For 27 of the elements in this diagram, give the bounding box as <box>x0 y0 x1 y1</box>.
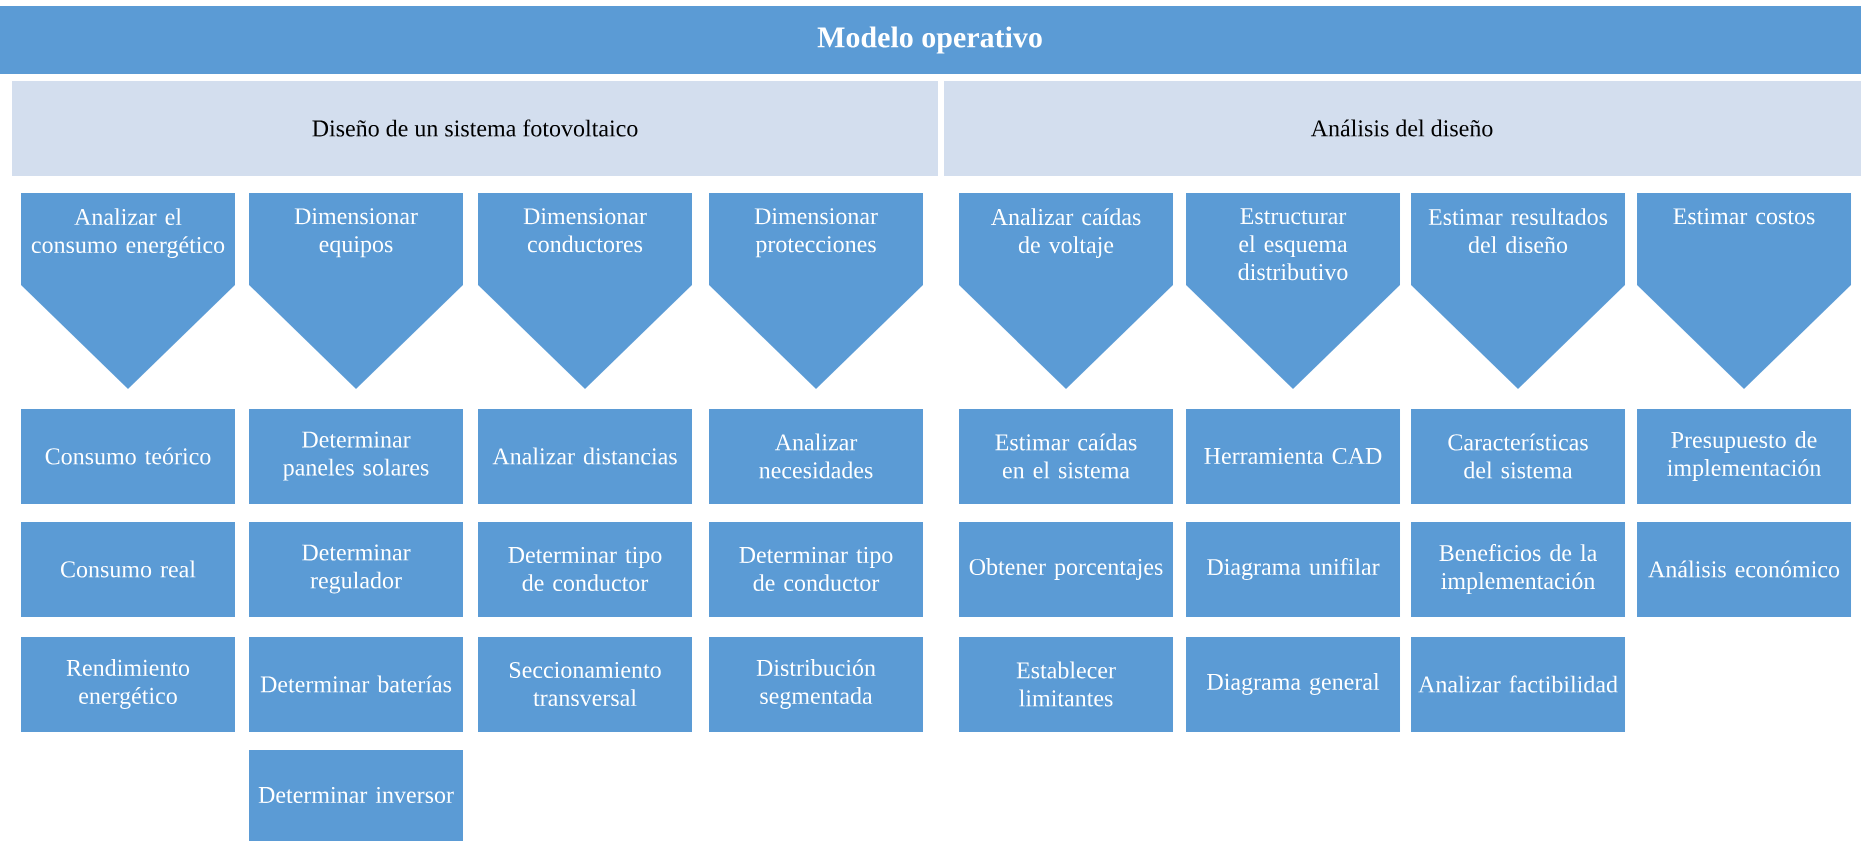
task-box: Beneficios de la implementación <box>1411 522 1625 617</box>
task-box: Analizar necesidades <box>709 409 923 504</box>
section-band: Diseño de un sistema fotovoltaico <box>12 81 938 176</box>
task-box: Establecer limitantes <box>959 637 1173 732</box>
task-box: Distribución segmentada <box>709 637 923 732</box>
task-box: Características del sistema <box>1411 409 1625 504</box>
section-band: Análisis del diseño <box>944 81 1861 176</box>
task-box: Consumo teórico <box>21 409 235 504</box>
task-box: Diagrama general <box>1186 637 1400 732</box>
task-box: Determinar regulador <box>249 522 463 617</box>
task-box: Analizar distancias <box>478 409 692 504</box>
task-box: Seccionamiento transversal <box>478 637 692 732</box>
task-box: Presupuesto de implementación <box>1637 409 1851 504</box>
title-band: Modelo operativo <box>0 6 1861 74</box>
task-box: Analizar factibilidad <box>1411 637 1625 732</box>
task-box: Rendimiento energético <box>21 637 235 732</box>
task-box: Determinar baterías <box>249 637 463 732</box>
task-box: Análisis económico <box>1637 522 1851 617</box>
task-box: Herramienta CAD <box>1186 409 1400 504</box>
task-box: Determinar tipo de conductor <box>709 522 923 617</box>
task-box: Determinar tipo de conductor <box>478 522 692 617</box>
task-box: Obtener porcentajes <box>959 522 1173 617</box>
task-box: Diagrama unifilar <box>1186 522 1400 617</box>
task-box: Determinar inversor <box>249 750 463 841</box>
task-box: Estimar caídas en el sistema <box>959 409 1173 504</box>
task-box: Consumo real <box>21 522 235 617</box>
task-box: Determinar paneles solares <box>249 409 463 504</box>
